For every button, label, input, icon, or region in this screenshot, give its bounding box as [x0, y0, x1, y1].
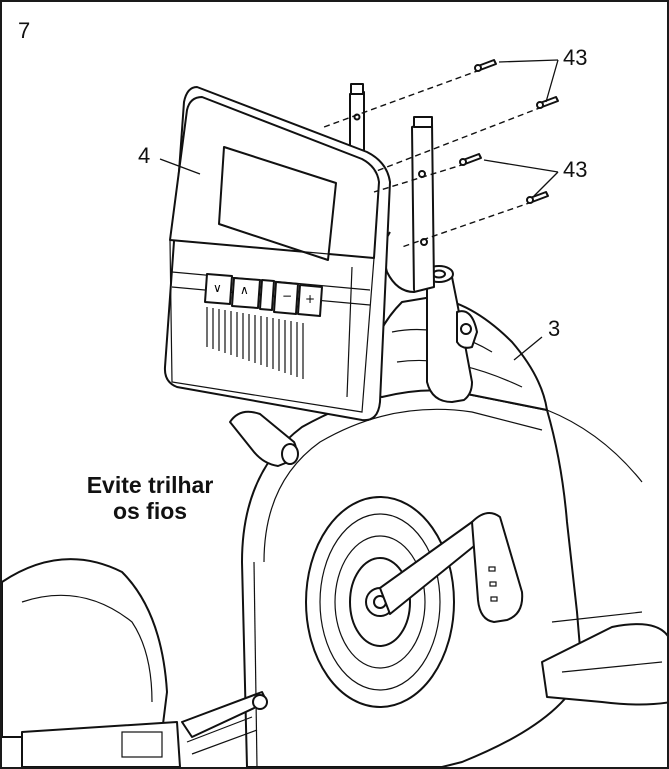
console-brackets: [349, 83, 435, 293]
callout-frame-part: 3: [548, 316, 561, 341]
screw-alignment-lines: [323, 69, 543, 248]
step-number: 7: [18, 18, 31, 43]
callout-leaders: [159, 59, 559, 361]
wire-warning-text: Evite trilhar os fios: [62, 472, 238, 525]
callout-console-part: 4: [138, 143, 151, 168]
seat: [2, 558, 181, 767]
console: ∨ ∧ − +: [163, 86, 391, 422]
base-rail: [181, 623, 667, 755]
svg-text:+: +: [305, 292, 315, 306]
crank-arm-and-pedal: [379, 512, 524, 623]
callout-screws-top: 43: [563, 45, 588, 70]
warning-line-1: Evite trilhar: [86, 472, 214, 498]
callout-screws-bottom: 43: [563, 157, 588, 182]
warning-line-2: os fios: [112, 498, 188, 525]
wire-connector: [229, 410, 299, 467]
svg-text:∧: ∧: [240, 283, 249, 297]
handlebar-tube: [424, 265, 478, 403]
svg-text:−: −: [282, 289, 292, 303]
svg-text:∨: ∨: [213, 281, 222, 295]
screws: [459, 59, 559, 204]
flywheel: [305, 496, 455, 708]
